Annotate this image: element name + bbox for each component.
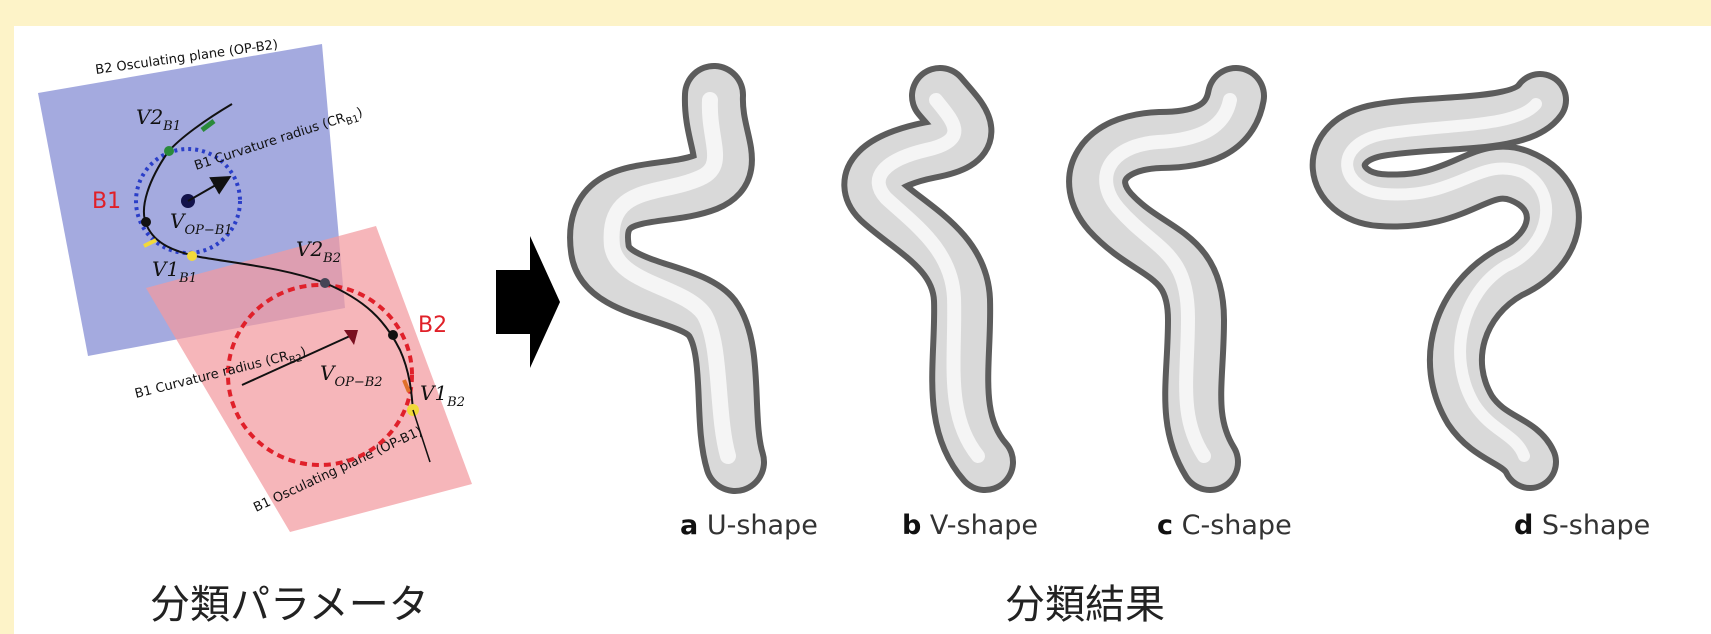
label-u-shape: a U-shape: [680, 510, 818, 541]
flow-arrow-icon: [496, 236, 560, 368]
caption-parameters: 分類パラメータ: [150, 585, 429, 625]
point-junction-b2: [388, 330, 398, 340]
caption-results: 分類結果: [1005, 585, 1165, 625]
point-junction-b1: [141, 217, 151, 227]
point-v2-b1: [164, 146, 174, 156]
vessel-c-shape: [1097, 96, 1236, 462]
point-v1-b1: [187, 251, 197, 261]
label-c-shape: c C-shape: [1157, 510, 1292, 541]
segment-b2-label: B2: [418, 313, 447, 338]
point-v2-b2: [320, 278, 330, 288]
label-v-shape: b V-shape: [902, 510, 1038, 541]
segment-b1-label: B1: [92, 189, 121, 214]
vessel-u-shape: [599, 95, 735, 462]
label-s-shape: d S-shape: [1514, 510, 1650, 541]
vessel-s-shape: [1339, 100, 1553, 462]
parameter-diagram: B2 Osculating plane (OP-B2) B1 Osculatin…: [38, 37, 472, 532]
vessel-v-shape: [872, 96, 985, 462]
